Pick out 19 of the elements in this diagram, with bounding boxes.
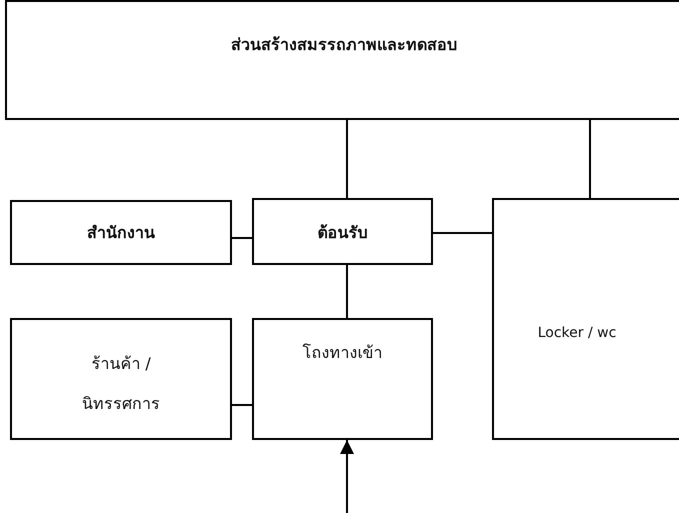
process-box — [10, 318, 232, 440]
connector-line — [433, 232, 492, 234]
box-label: ส่วนสร้างสมรรถภาพและทดสอบ — [230, 34, 458, 56]
arrow — [340, 440, 354, 513]
process-box — [252, 318, 433, 440]
box-label: ร้านค้า / นิทรรศการ — [81, 353, 161, 415]
box-label: โถงทางเข้า — [302, 342, 384, 364]
box-label: สำนักงาน — [86, 222, 156, 244]
connector-line — [589, 120, 591, 198]
box-label: ต้อนรับ — [316, 222, 368, 244]
connector-line — [232, 237, 252, 239]
connector-line — [346, 120, 348, 198]
connector-line — [232, 404, 252, 406]
box-label: Locker / wc — [536, 324, 618, 343]
process-box — [492, 198, 679, 440]
process-box — [10, 200, 232, 265]
connector-line — [346, 265, 348, 318]
process-box — [5, 0, 679, 120]
process-box — [252, 198, 433, 265]
